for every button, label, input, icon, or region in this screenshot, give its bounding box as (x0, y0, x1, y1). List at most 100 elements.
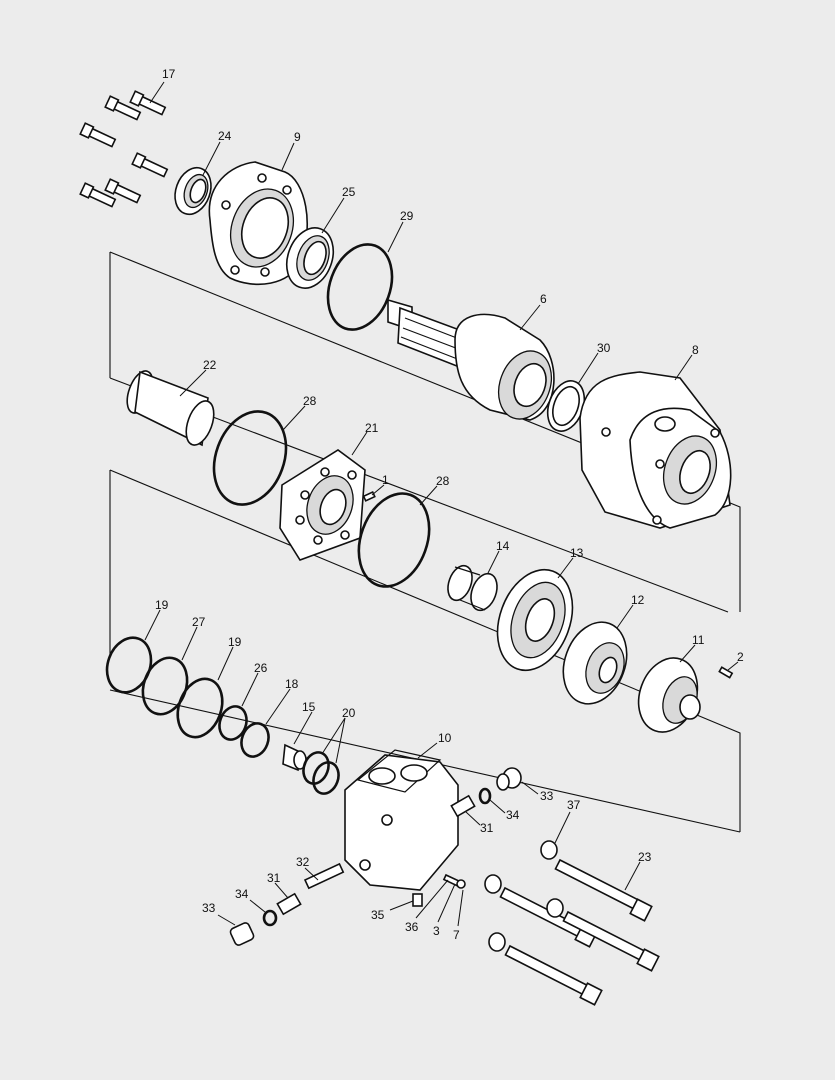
gerotor-plate-21 (279, 449, 366, 561)
callout-19-right: 19 (217, 635, 242, 681)
callout-10: 10 (417, 731, 452, 759)
svg-text:31: 31 (480, 821, 494, 835)
svg-text:20: 20 (342, 706, 356, 720)
callout-33-right: 33 (521, 781, 554, 803)
spool-32 (303, 862, 345, 890)
seal-25 (285, 227, 335, 289)
pin-1 (362, 491, 376, 502)
svg-text:22: 22 (203, 358, 217, 372)
svg-text:2: 2 (737, 650, 744, 664)
pin-2 (718, 666, 734, 679)
callout-34-right: 34 (489, 799, 520, 822)
callout-15: 15 (293, 700, 316, 745)
callout-28-upper: 28 (282, 394, 317, 431)
o-ring-26 (218, 705, 248, 741)
callout-28-lower: 28 (419, 474, 450, 506)
bolt-right (562, 910, 660, 972)
callout-3: 3 (433, 883, 456, 938)
callout-17: 17 (149, 67, 176, 104)
callout-37: 37 (554, 798, 581, 844)
callout-36: 36 (405, 879, 449, 934)
svg-text:26: 26 (254, 661, 268, 675)
svg-text:19: 19 (155, 598, 169, 612)
callout-31-right: 31 (465, 811, 494, 835)
mounting-flange-9 (208, 161, 308, 285)
svg-text:28: 28 (436, 474, 450, 488)
callout-11: 11 (679, 633, 705, 663)
washer-right (546, 898, 564, 918)
o-ring-20-b (312, 761, 340, 795)
o-ring-28-lower (357, 492, 431, 588)
svg-text:11: 11 (692, 633, 705, 647)
callout-22: 22 (179, 358, 217, 397)
bolt-bottom (504, 944, 603, 1006)
svg-text:35: 35 (371, 908, 385, 922)
bolt-23-top (554, 858, 653, 922)
svg-text:27: 27 (192, 615, 206, 629)
svg-text:23: 23 (638, 850, 652, 864)
washer-mid (484, 874, 502, 894)
callouts: 17 24 9 25 29 6 30 8 22 28 21 1 28 14 13… (144, 67, 744, 942)
svg-text:10: 10 (438, 731, 452, 745)
callout-27: 27 (181, 615, 206, 661)
sleeve-15 (282, 743, 307, 772)
callout-12: 12 (616, 593, 645, 629)
seal-24 (174, 166, 212, 216)
o-ring-19-left (105, 636, 153, 694)
callout-34-left: 34 (235, 887, 266, 913)
pin-3-and-7 (442, 873, 466, 889)
o-ring-28-upper (212, 410, 288, 506)
svg-text:3: 3 (433, 924, 440, 938)
callout-24: 24 (202, 129, 232, 176)
ring-30 (546, 380, 586, 432)
callout-2: 2 (727, 650, 744, 671)
callout-33-left: 33 (202, 901, 236, 926)
svg-text:33: 33 (540, 789, 554, 803)
spring-31-left (276, 892, 302, 916)
callout-13: 13 (557, 546, 584, 579)
callout-23: 23 (624, 850, 652, 891)
svg-text:7: 7 (453, 928, 460, 942)
svg-text:17: 17 (162, 67, 176, 81)
housing-8 (579, 371, 732, 529)
callout-31-left: 31 (267, 871, 289, 899)
callout-35: 35 (371, 900, 414, 922)
svg-text:19: 19 (228, 635, 242, 649)
o-ring-34-right (478, 787, 492, 805)
svg-text:15: 15 (302, 700, 316, 714)
svg-text:21: 21 (365, 421, 379, 435)
callout-18: 18 (265, 677, 299, 725)
callout-14: 14 (487, 539, 510, 574)
end-plate-11 (637, 657, 701, 733)
bearing-13 (496, 568, 574, 672)
svg-text:9: 9 (294, 130, 301, 144)
gerotor-12 (562, 621, 628, 705)
o-ring-27 (141, 656, 189, 716)
svg-text:34: 34 (235, 887, 249, 901)
svg-text:6: 6 (540, 292, 547, 306)
drive-shaft-22 (126, 370, 215, 447)
svg-text:8: 8 (692, 343, 699, 357)
cap-screws-17 (79, 90, 169, 208)
svg-text:34: 34 (506, 808, 520, 822)
svg-text:36: 36 (405, 920, 419, 934)
callout-19-left: 19 (144, 598, 169, 641)
o-ring-20-a (302, 751, 330, 785)
callout-32: 32 (296, 855, 319, 881)
svg-text:37: 37 (567, 798, 581, 812)
svg-text:1: 1 (382, 473, 389, 487)
gear-14 (447, 564, 498, 612)
spring-31-right (450, 794, 476, 818)
plug-33-right (496, 767, 522, 791)
callout-8: 8 (674, 343, 699, 381)
callout-26: 26 (241, 661, 268, 707)
bolt-middle (499, 886, 598, 948)
svg-text:12: 12 (631, 593, 645, 607)
callout-9: 9 (281, 130, 301, 171)
svg-text:29: 29 (400, 209, 414, 223)
callout-6: 6 (519, 292, 547, 331)
svg-text:28: 28 (303, 394, 317, 408)
svg-text:30: 30 (597, 341, 611, 355)
callout-7: 7 (453, 889, 464, 942)
